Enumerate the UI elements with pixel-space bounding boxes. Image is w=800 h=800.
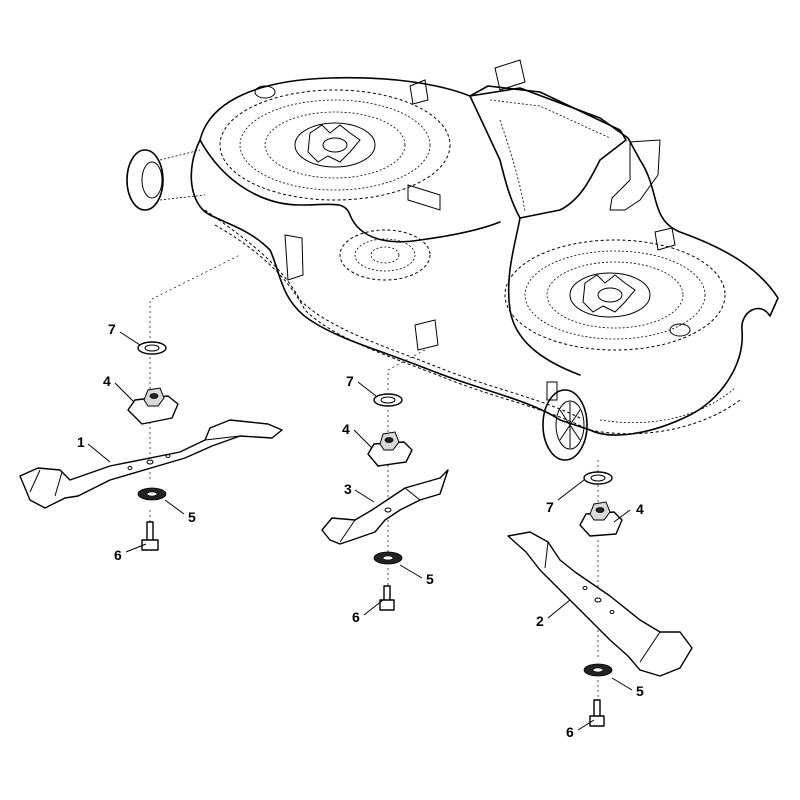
hub-right xyxy=(579,501,623,537)
callout-hub-left: 4 xyxy=(103,373,111,389)
callout-blade-left: 1 xyxy=(77,434,85,450)
bolt-left xyxy=(141,521,159,551)
hub-left xyxy=(127,387,179,425)
hub-center xyxy=(367,431,413,467)
left-blade-assembly xyxy=(19,341,283,551)
blade-center xyxy=(321,469,449,545)
blade-left xyxy=(19,419,283,509)
blade-right xyxy=(507,531,693,677)
washer-center xyxy=(373,551,403,565)
shim-right xyxy=(583,471,613,485)
callout-bolt-left: 6 xyxy=(114,547,122,563)
callout-shim-left: 7 xyxy=(108,321,116,337)
bolt-right xyxy=(589,699,605,727)
washer-left xyxy=(137,487,167,501)
callout-washer-right: 5 xyxy=(636,683,644,699)
callout-blade-right: 2 xyxy=(536,613,544,629)
callout-blade-center: 3 xyxy=(344,481,352,497)
callout-hub-right: 4 xyxy=(636,501,644,517)
callout-bolt-right: 6 xyxy=(566,724,574,740)
right-blade-assembly xyxy=(507,471,693,727)
callout-shim-right: 7 xyxy=(546,499,554,515)
shim-left xyxy=(137,341,167,355)
assembly-guides xyxy=(149,254,599,700)
leader-lines xyxy=(87,331,633,731)
mower-deck-housing xyxy=(126,59,779,461)
callout-hub-center: 4 xyxy=(342,421,350,437)
callout-washer-center: 5 xyxy=(426,571,434,587)
center-blade-assembly xyxy=(321,393,449,611)
callout-washer-left: 5 xyxy=(188,509,196,525)
callout-shim-center: 7 xyxy=(346,373,354,389)
washer-right xyxy=(583,663,613,677)
shim-center xyxy=(373,393,403,407)
callout-bolt-center: 6 xyxy=(352,609,360,625)
bolt-center xyxy=(379,585,395,611)
callout-numbers: 7 4 1 5 6 7 4 3 5 6 7 4 2 5 6 xyxy=(77,321,644,740)
